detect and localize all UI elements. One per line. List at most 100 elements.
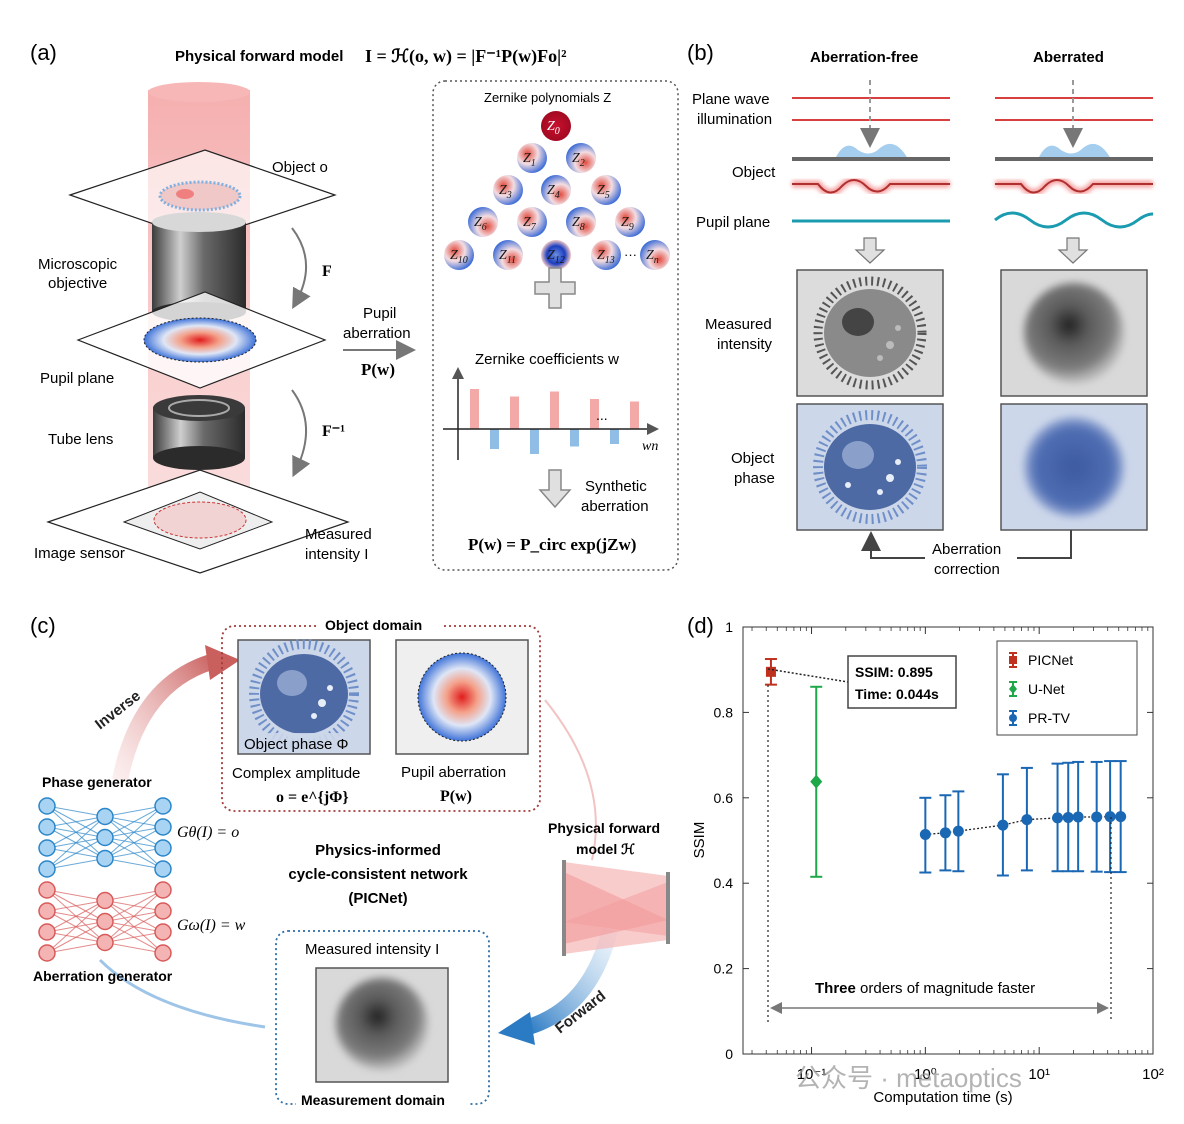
forward-arc-top	[544, 699, 597, 861]
complex-amplitude-label: Complex amplitude	[232, 765, 360, 782]
phaseNet-node-0-0	[38, 797, 56, 815]
object-label: Object o	[272, 159, 328, 176]
aberrated-column-diagram	[994, 80, 1154, 264]
legend-label-0: PICNet	[1028, 652, 1073, 668]
abNet-node-1-1	[96, 912, 114, 931]
tube-top	[153, 395, 245, 421]
abNet-node-0-2	[38, 923, 56, 941]
coeff-ellipsis: ...	[596, 407, 608, 423]
free-column-diagram	[792, 80, 950, 264]
abNet-node-2-3	[154, 944, 172, 962]
y-tick-label-0: 0	[725, 1046, 733, 1062]
picnet-title-3: (PICNet)	[348, 890, 407, 907]
phaseNet-node-2-1	[154, 818, 172, 836]
watermark-text: 公众号 · metaoptics	[795, 1063, 1022, 1093]
annotation-leader	[767, 668, 849, 683]
abNet-node-0-0	[38, 881, 56, 899]
aberration-generator-network	[38, 881, 172, 962]
coeff-bar-4	[550, 391, 559, 429]
speed-text: Three orders of magnitude faster	[815, 980, 1035, 997]
measured-intensity-label-1: Measured	[305, 526, 372, 543]
object-domain-title: Object domain	[325, 617, 422, 633]
coeff-bar-2	[510, 396, 519, 429]
x-tick-label-1: 10⁰	[914, 1066, 937, 1083]
annotation-box	[847, 655, 957, 709]
phaseNet-node-2-3	[154, 860, 172, 878]
y-tick-label-2: 0.4	[714, 875, 734, 891]
beam-top	[148, 82, 250, 102]
zernike-mode-5	[591, 175, 621, 205]
object-phase-cell	[249, 639, 359, 749]
phase-aberrated-cell	[1024, 417, 1124, 517]
legend-marker-0	[1009, 656, 1017, 664]
x-tick-label-2: 10¹	[1028, 1066, 1050, 1083]
aberration-generator-label: Aberration generator	[33, 968, 173, 984]
point-2-4	[1021, 814, 1033, 826]
measurement-domain-title-bg	[296, 1090, 470, 1110]
pupil-aberration-caption: Pupil aberration	[401, 764, 506, 781]
synthetic-label-1: Synthetic	[585, 478, 647, 495]
phaseNet-node-0-3	[38, 860, 56, 878]
point-1-0	[810, 774, 823, 789]
pupil-plane-label: Pupil plane	[40, 370, 114, 387]
y-tick-label-5: 1	[725, 619, 733, 635]
forward-model-title: Physical forward model	[175, 48, 343, 65]
speed-text-rest: orders of magnitude faster	[856, 980, 1035, 997]
measured-intensity-label-2: intensity I	[305, 546, 368, 563]
Pw-label: P(w)	[361, 360, 395, 379]
tube-lens-label: Tube lens	[48, 431, 113, 448]
picnet-title-2: cycle-consistent network	[288, 866, 468, 883]
phaseNet-node-1-2	[96, 849, 114, 868]
zernike-ellipsis: ···	[624, 247, 637, 262]
tube-bottom	[153, 446, 245, 470]
forward-model-equation: I = ℋ(o, w) = |F⁻¹P(w)Fo|²	[365, 46, 567, 67]
aberration-generator-eq: Gω(I) = w	[177, 917, 246, 934]
forward-arrow-head	[498, 1012, 535, 1045]
object-sample	[158, 180, 242, 212]
zernike-title: Zernike polynomials Z	[484, 90, 611, 105]
x-axis-label: Computation time (s)	[873, 1089, 1012, 1106]
coeff-bar-1	[490, 429, 499, 449]
abNet-node-1-0	[96, 891, 114, 910]
zernike-mode-3	[493, 175, 523, 205]
point-2-0	[919, 829, 931, 841]
row-pupil-plane: Pupil plane	[696, 214, 770, 231]
measured-intensity-caption: Measured intensity I	[305, 941, 439, 958]
phaseNet-node-0-1	[38, 818, 56, 836]
legend-label-1: U-Net	[1028, 681, 1065, 697]
coeff-bar-7	[610, 429, 619, 444]
chart-legend	[996, 640, 1138, 736]
phase-generator-eq: Gθ(I) = o	[177, 824, 239, 841]
measurement-domain-title: Measurement domain	[301, 1092, 445, 1108]
phaseNet-node-1-0	[96, 807, 114, 826]
legend-marker-1	[1009, 684, 1017, 694]
measured-aberrated-cell	[1024, 283, 1124, 383]
objective-label-2: objective	[48, 275, 107, 292]
fourier-arrow	[291, 227, 311, 310]
panel-b-label: (b)	[687, 40, 714, 65]
image-sensor-label: Image sensor	[34, 545, 125, 562]
y-tick-label-4: 0.8	[714, 704, 734, 720]
row-measured-2: intensity	[717, 336, 773, 353]
correction-label-2: correction	[934, 561, 1000, 578]
point-0-0	[765, 666, 776, 677]
y-tick-label-1: 0.2	[714, 961, 734, 977]
object-phase-caption-bg	[240, 733, 366, 753]
inverse-fourier-arrow	[291, 389, 311, 478]
zernike-mode-1	[517, 143, 547, 173]
object-domain-title-bg	[318, 615, 442, 635]
synthetic-arrow-icon	[538, 469, 572, 509]
point-2-9	[1104, 811, 1116, 823]
col-aberrated: Aberrated	[1033, 49, 1104, 66]
annotation-time: Time: 0.044s	[855, 686, 939, 702]
zernike-box	[432, 80, 679, 571]
point-2-3	[997, 819, 1009, 831]
point-2-6	[1062, 811, 1074, 823]
zernike-mode-7	[517, 207, 547, 237]
phaseNet-node-2-2	[154, 839, 172, 857]
coeff-axis-label: wn	[642, 439, 658, 454]
